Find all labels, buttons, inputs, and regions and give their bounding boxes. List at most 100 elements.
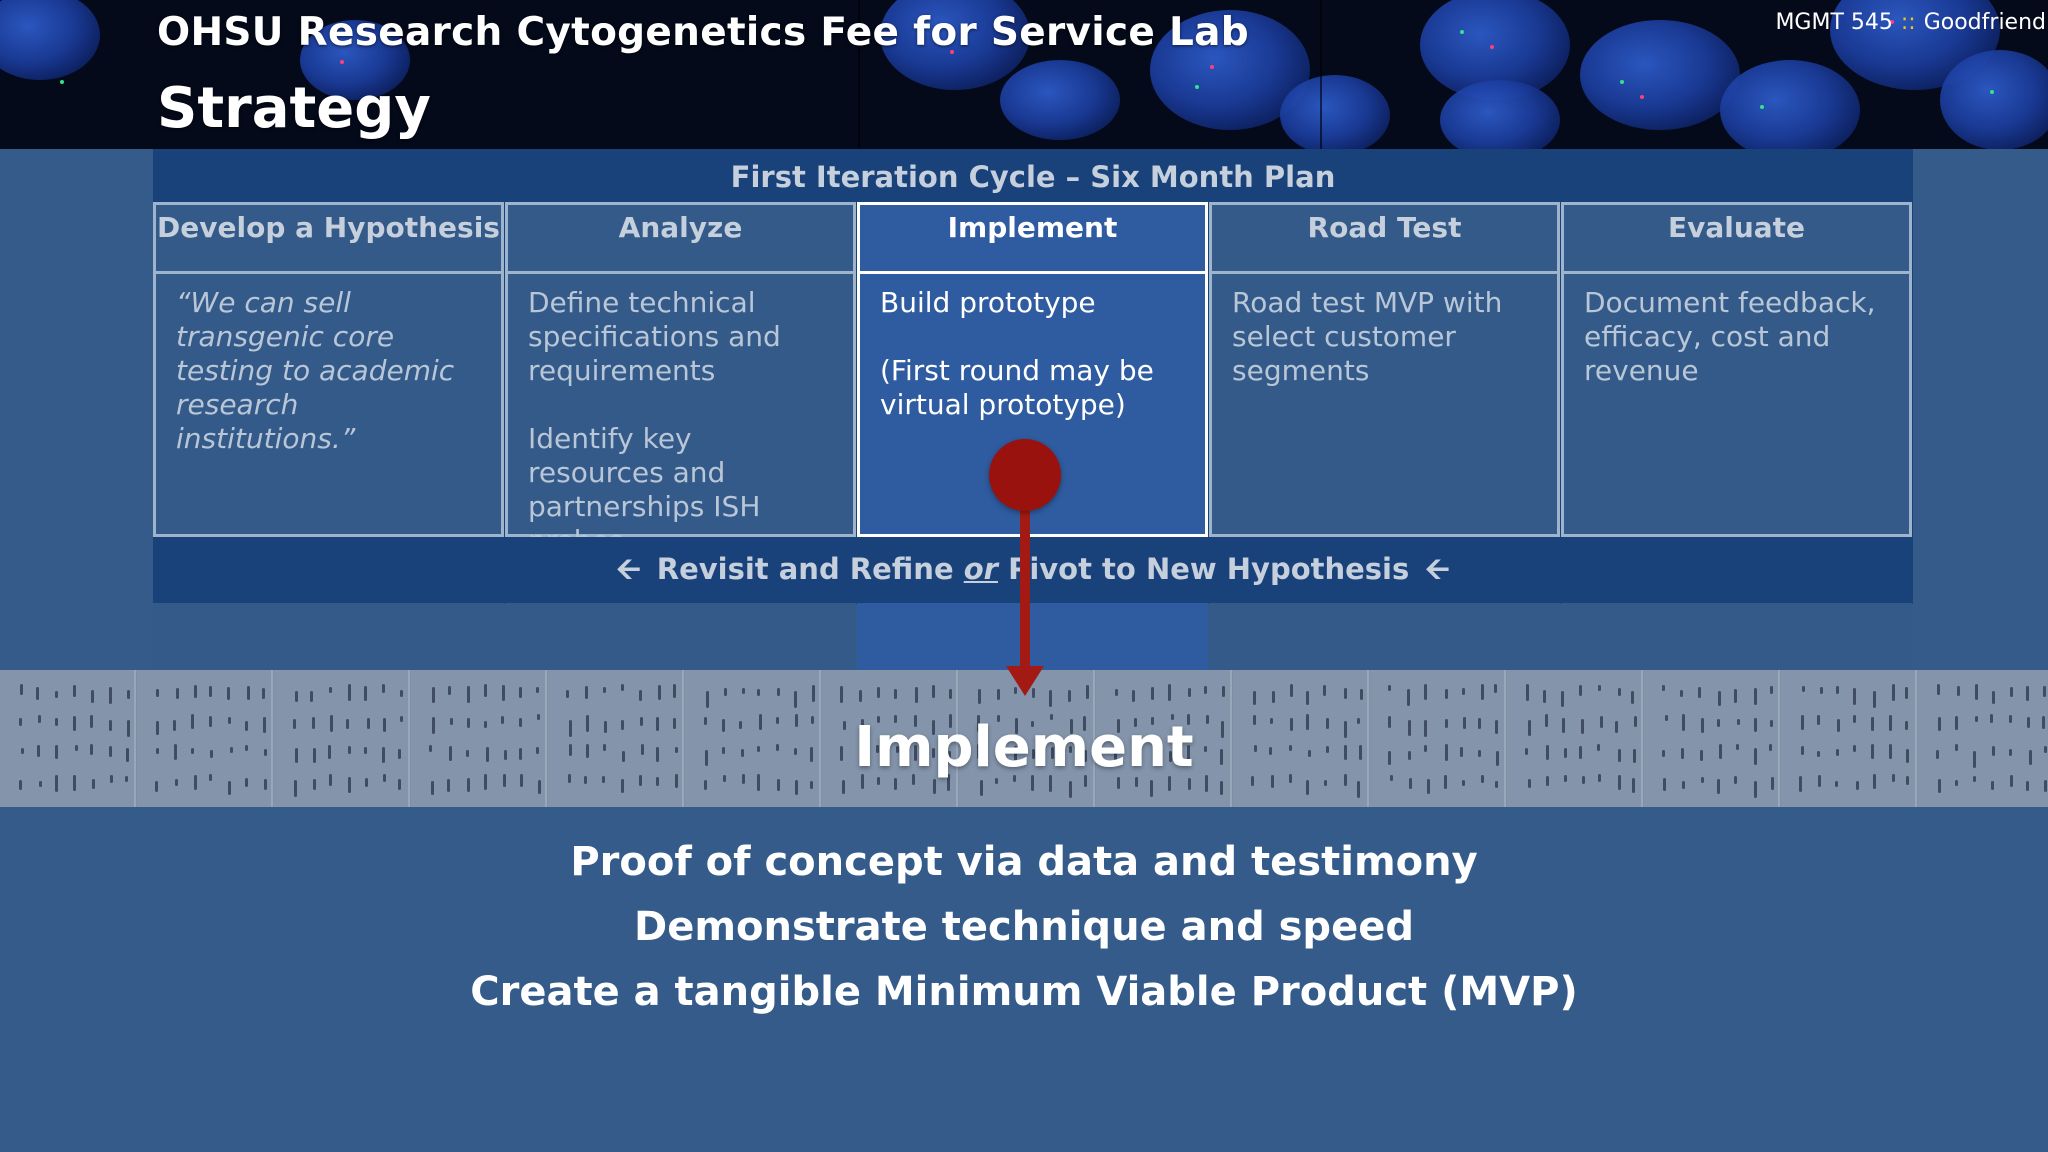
chromosome-mark [1031,721,1034,727]
chromosome-mark [519,687,522,698]
chromosome-mark [585,686,588,699]
point-item: Demonstrate technique and speed [634,904,1414,950]
karyotype-tile [548,670,684,807]
chromosome-mark [1717,779,1720,794]
refine-bar: 🡨Revisit and Refine or Pivot to New Hypo… [153,537,1913,603]
chromosome-mark [1853,715,1856,723]
karyotype-tile [0,670,136,807]
chromosome-mark [741,749,744,757]
chromosome-mark [1357,781,1360,798]
chromosome-mark [73,685,76,697]
chromosome-mark [127,720,130,737]
chromosome-mark [949,689,952,699]
chromosome-mark [2043,686,2046,697]
chromosome-mark [1083,716,1086,731]
chromosome-mark [1634,716,1637,727]
karyotype-tile [1507,670,1643,807]
chromosome-mark [757,689,760,696]
chromosome-mark [1013,775,1016,782]
chromosome-mark [398,749,401,759]
chromosome-mark [1388,685,1391,691]
column-body: “We can sell transgenic core testing to … [153,274,504,537]
chromosome-mark [859,690,862,702]
chromosome-mark [1253,691,1256,705]
chromosome-mark [467,778,470,792]
chromosome-mark [346,719,349,729]
point-item: Proof of concept via data and testimony [570,839,1478,885]
chromosome-mark [1770,720,1773,727]
chromosome-mark [1114,750,1117,764]
chromosome-mark [724,688,727,696]
chromosome-mark [1408,751,1411,760]
chromosome-mark [932,748,935,758]
chromosome-mark [1069,746,1072,753]
chromosome-mark [1562,718,1565,733]
chromosome-mark [1204,686,1207,694]
chromosome-mark [622,751,625,762]
chromosome-mark [569,720,572,737]
chromosome-mark [91,690,94,703]
chromosome-mark [1873,774,1876,789]
chromosome-mark [877,687,880,698]
chromosome-mark [1836,749,1839,756]
chromosome-mark [675,774,678,788]
chromosome-mark [449,746,452,761]
chromosome-mark [1581,719,1584,734]
chromosome-mark [1936,750,1939,759]
karyotype-tile [822,670,958,807]
chromosome-mark [264,749,267,756]
column-body: Road test MVP with select customer segme… [1209,274,1560,537]
chromosome-mark [949,714,952,728]
chromosome-mark [1528,720,1531,736]
chromosome-mark [1462,780,1465,786]
point-item: Create a tangible Minimum Viable Product… [470,969,1578,1015]
iteration-table: First Iteration Cycle – Six Month Plan D… [153,149,1913,685]
chromosome-mark [1308,750,1311,757]
chromosome-mark [90,744,93,755]
chromosome-mark [639,690,642,701]
chromosome-mark [997,715,1000,722]
column-text: Road test MVP with select customer segme… [1232,286,1503,387]
chromosome-mark [1597,744,1600,751]
chromosome-mark [1051,747,1054,759]
highlight-title: Implement [854,715,1194,780]
chromosome-mark [348,684,351,701]
chromosome-mark [484,774,487,790]
chromosome-mark [1682,781,1685,789]
chromosome-mark [1579,746,1582,759]
chromosome-mark [227,687,230,700]
chromosome-mark [1975,684,1978,700]
chromosome-mark [1409,778,1412,789]
chromosome-mark [566,690,569,698]
chromosome-mark [1618,775,1621,790]
chromosome-mark [1494,684,1497,693]
chromosome-mark [21,748,24,754]
chromosome-mark [1253,715,1256,725]
chromosome-mark [877,716,880,723]
chromosome-mark [1188,688,1191,697]
chromosome-mark [673,684,676,698]
chromosome-mark [55,718,58,726]
chromosome-mark [1323,685,1326,696]
highlight-points: Proof of concept via data and testimony … [0,830,2048,1025]
chromosome-mark [1701,718,1704,733]
chromosome-mark [92,779,95,789]
chromosome-mark [1153,749,1156,760]
chromosome-mark [501,716,504,724]
chromosome-mark [19,780,22,790]
chromosome-mark [536,747,539,754]
chromosome-mark [569,744,572,756]
chromosome-mark [757,746,760,752]
chromosome-mark [1344,721,1347,738]
chromosome-mark [1680,690,1683,697]
chromosome-mark [722,747,725,754]
chromosome-mark [194,775,197,790]
chromosome-mark [1937,684,1940,695]
column-body: Define technical specifications and requ… [505,274,856,557]
chromosome-mark [55,745,58,759]
chromosome-mark [1543,690,1546,703]
chromosome-mark [1326,746,1329,753]
chromosome-mark [2010,687,2013,697]
chromosome-mark [1801,715,1804,730]
chromosome-mark [294,780,297,797]
